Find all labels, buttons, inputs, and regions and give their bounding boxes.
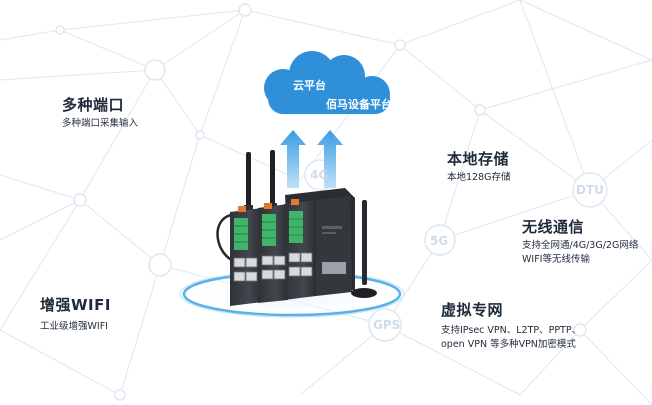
feature-vpn-desc-1: 支持IPsec VPN、L2TP、PPTP、	[441, 325, 582, 336]
feature-wireless-title: 无线通信	[522, 218, 585, 236]
feature-wifi-title: 增强WIFI	[40, 296, 111, 314]
watermark-dtu: DTU	[576, 183, 604, 197]
feature-ports: 多种端口 多种端口采集输入	[62, 96, 138, 131]
feature-storage-desc: 本地128G存储	[447, 172, 511, 183]
device-platform-label: 佰马设备平台	[326, 98, 392, 111]
watermark-gps: GPS	[373, 318, 401, 332]
feature-ports-desc: 多种端口采集输入	[62, 118, 139, 129]
watermark-5g: 5G	[430, 234, 449, 248]
cloud-icon	[264, 51, 390, 114]
feature-storage: 本地存储 本地128G存储	[447, 150, 511, 185]
feature-vpn-desc-2: open VPN 等多种VPN加密模式	[441, 339, 576, 350]
feature-ports-title: 多种端口	[62, 96, 125, 114]
feature-wifi-desc: 工业级增强WIFI	[40, 321, 108, 332]
feature-wireless: 无线通信 支持全网通/4G/3G/2G网络 WIFI等无线传输	[522, 218, 638, 267]
feature-vpn: 虚拟专网 支持IPsec VPN、L2TP、PPTP、 open VPN 等多种…	[441, 301, 581, 352]
upload-arrows-icon	[280, 130, 343, 188]
watermark-4g: 4G	[310, 168, 329, 182]
feature-vpn-title: 虚拟专网	[441, 301, 504, 319]
cloud-platform-label: 云平台	[293, 79, 326, 92]
feature-wireless-desc-2: WIFI等无线传输	[522, 254, 590, 265]
feature-wireless-desc-1: 支持全网通/4G/3G/2G网络	[522, 240, 639, 251]
feature-storage-title: 本地存储	[447, 150, 510, 168]
network-nodes	[55, 3, 608, 401]
router-device-illustration	[216, 150, 377, 306]
feature-wifi: 增强WIFI 工业级增强WIFI	[40, 296, 111, 334]
